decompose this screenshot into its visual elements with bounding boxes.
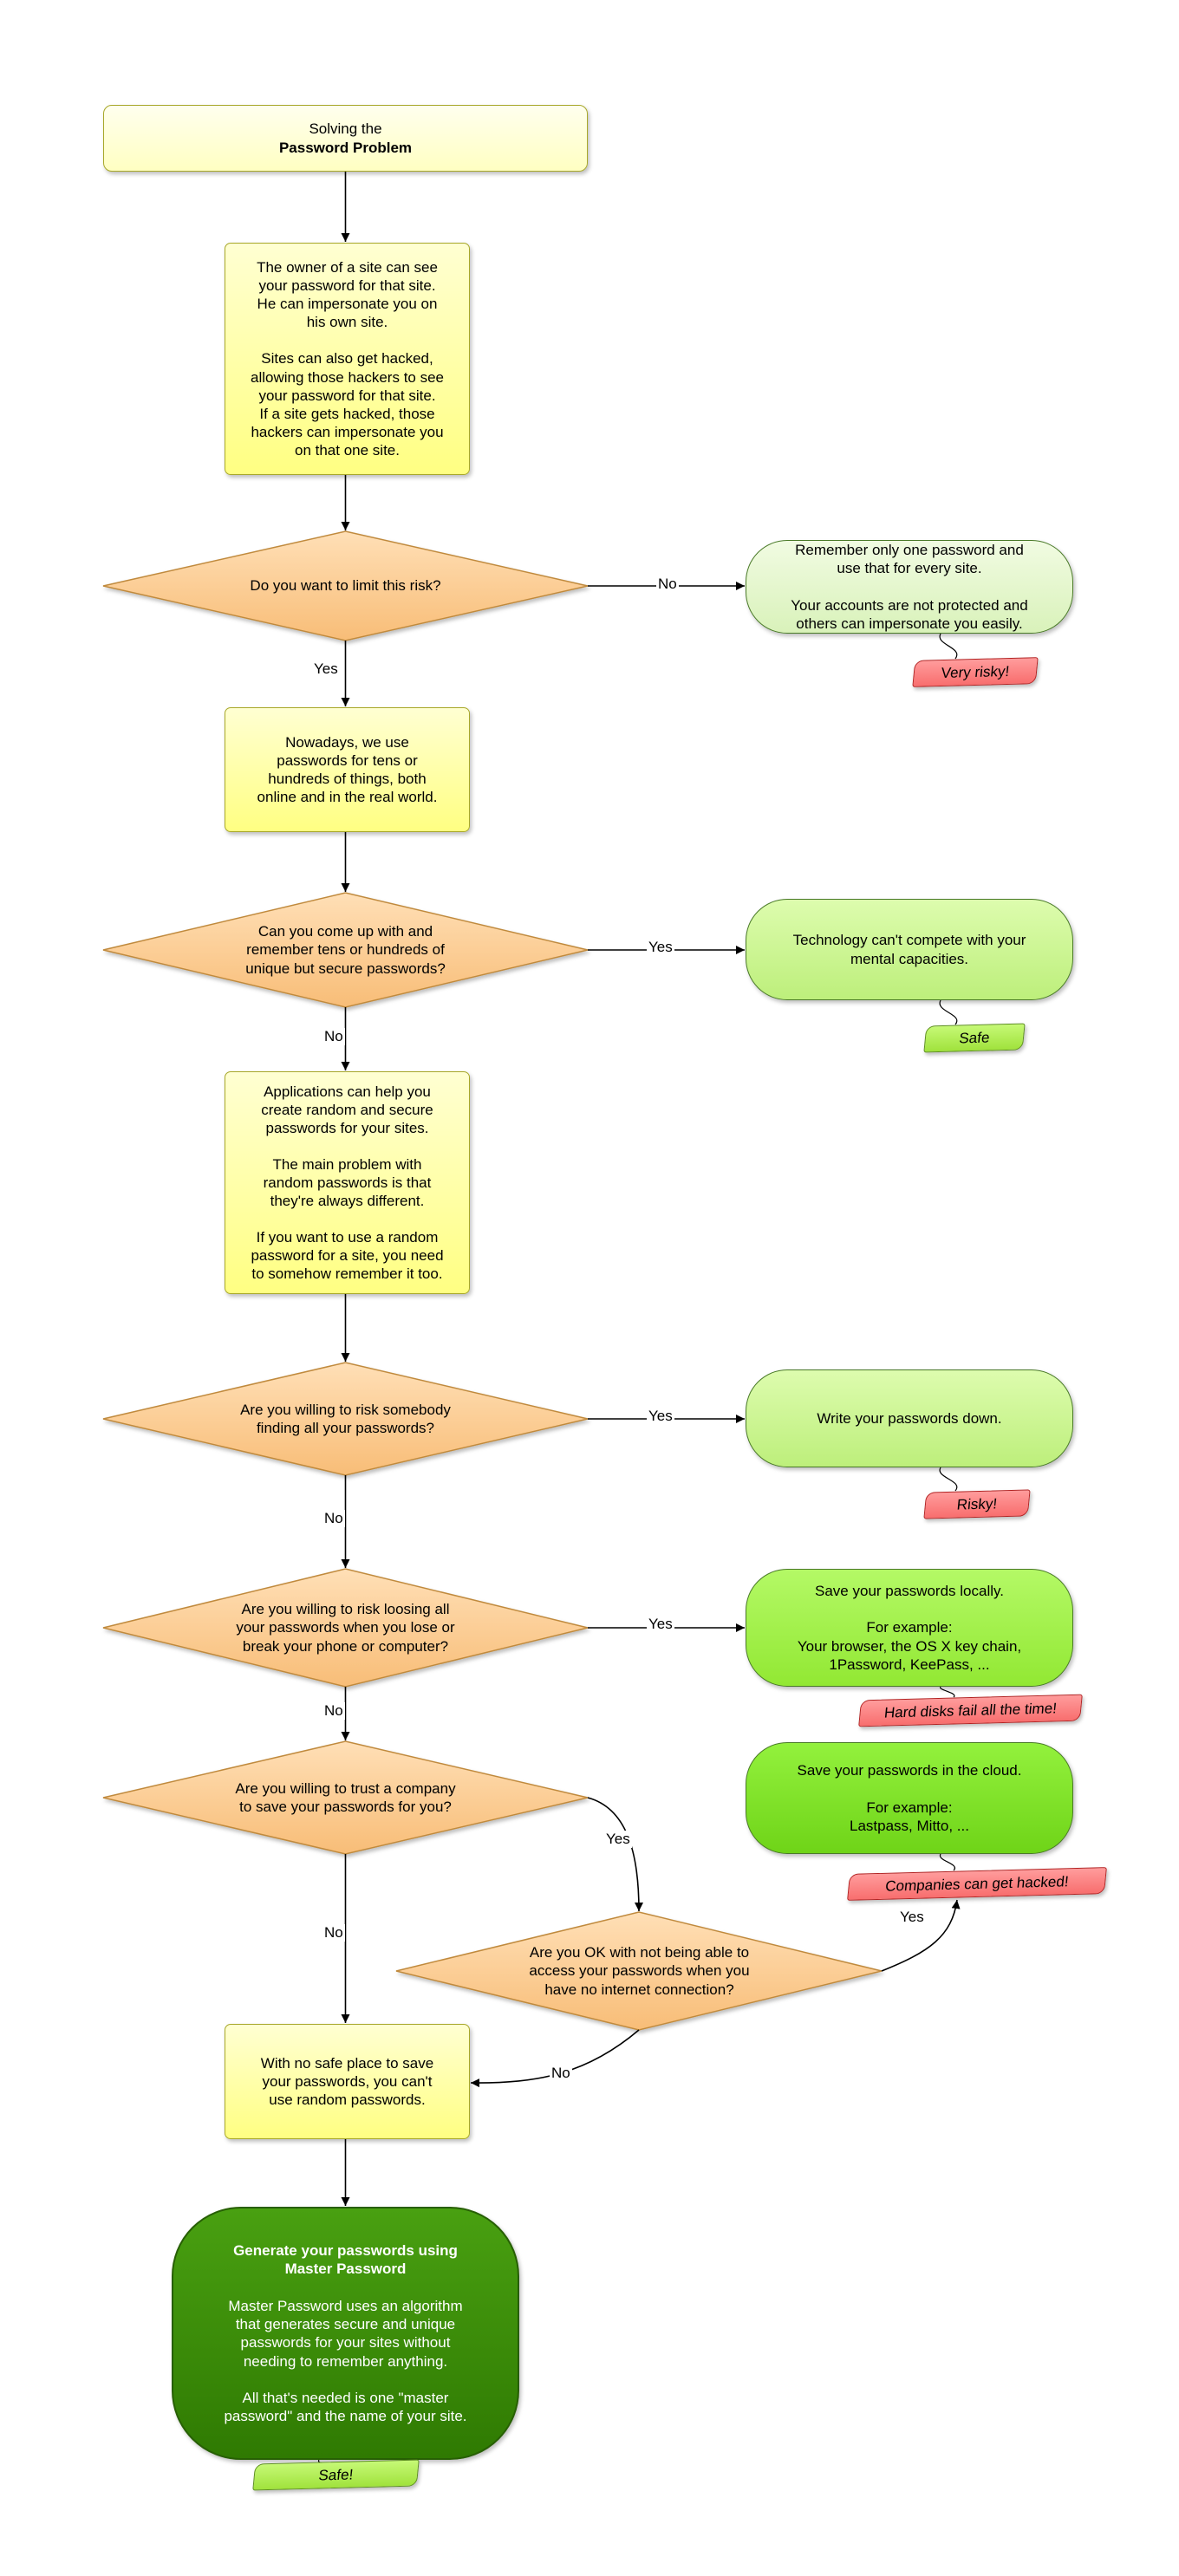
box-applications: Applications can help you create random … [225,1071,470,1294]
start-line1: Solving the [309,120,382,138]
edge-label-finding-yes: Yes [647,1408,674,1425]
ribbon-safe-final: Safe! [252,2459,420,2491]
box-nowadays: Nowadays, we use passwords for tens or h… [225,707,470,832]
decision-trust-company: Are you willing to trust a company to sa… [235,1779,456,1815]
connector-risky [939,1467,958,1492]
edge-label-internet-no: No [550,2065,572,2082]
ribbon-safe: Safe [923,1023,1026,1053]
arrow-internet-yes [881,1899,961,1972]
decision-risk-finding: Are you willing to risk somebody finding… [240,1401,451,1436]
final-master-password-node: Generate your passwords using Master Pas… [172,2207,519,2460]
edge-label-limit-risk-no: No [656,576,679,593]
ribbon-risky: Risky! [923,1489,1031,1519]
result-write-down: Write your passwords down. [746,1369,1073,1467]
decision-risk-loosing: Are you willing to risk loosing all your… [236,1601,455,1655]
connector-very-risky [939,633,958,660]
result-technology: Technology can't compete with your menta… [746,899,1073,1000]
box-site-owner: The owner of a site can see your passwor… [225,243,470,475]
connector-safe [939,999,958,1025]
edge-label-internet-yes: Yes [898,1909,926,1926]
box-no-safe-place: With no safe place to save your password… [225,2024,470,2139]
decision-no-internet: Are you OK with not being able to access… [529,1944,750,1998]
connector-companies [939,1853,956,1871]
final-title: Generate your passwords using Master Pas… [233,2242,458,2278]
edge-label-remember-yes: Yes [647,939,674,956]
start-line2: Password Problem [278,139,413,156]
decision-remember-hundreds: Can you come up with and remember tens o… [245,923,446,977]
result-one-password: Remember only one password and use that … [746,540,1073,634]
arrow-trust-yes [587,1797,643,1912]
edge-label-limit-risk-yes: Yes [312,660,340,678]
edge-label-loosing-yes: Yes [647,1616,674,1633]
edge-label-trust-no: No [322,1924,345,1942]
edge-label-loosing-no: No [322,1702,345,1720]
edge-label-trust-yes: Yes [604,1831,632,1848]
connector-hard-disks [940,1686,955,1698]
ribbon-very-risky: Very risky! [912,657,1039,687]
result-save-locally: Save your passwords locally. For example… [746,1569,1073,1687]
edge-label-remember-no: No [322,1028,345,1045]
edge-label-finding-no: No [322,1510,345,1527]
final-body: Master Password uses an algorithm that g… [224,2298,467,2424]
decision-limit-risk: Do you want to limit this risk? [250,577,441,595]
result-save-cloud: Save your passwords in the cloud. For ex… [746,1742,1073,1854]
